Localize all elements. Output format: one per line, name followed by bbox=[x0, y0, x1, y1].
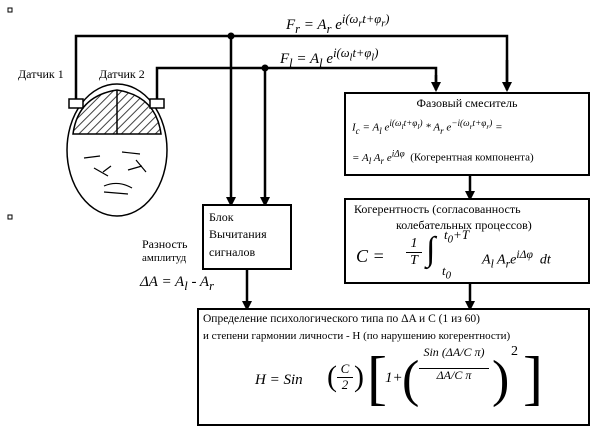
h-paren-big-right: ) bbox=[492, 351, 510, 408]
coherence-fraction: 1 T bbox=[406, 236, 422, 269]
phase-mixer-title: Фазовый смеситель bbox=[416, 96, 518, 110]
coherent-component-note: (Когерентная компонента) bbox=[410, 151, 534, 164]
phase-mixer-box: Фазовый смеситель Ic = Al ei(ωlt+φl) * A… bbox=[344, 92, 590, 176]
side-marker bbox=[7, 214, 13, 220]
sensor-1-label: Датчик 1 bbox=[18, 67, 64, 81]
head-illustration bbox=[66, 83, 168, 217]
fl-signal-line bbox=[155, 66, 441, 99]
integral-upper-limit: t0+T bbox=[444, 227, 470, 246]
h-paren-big-left: ( bbox=[402, 351, 420, 408]
h-sinc-fraction: Sin (ΔA/C π) ΔA/C π bbox=[419, 345, 489, 383]
subtraction-line1: Блок bbox=[209, 210, 234, 224]
h-paren-left: ( bbox=[327, 360, 337, 393]
sensor-1-pad bbox=[68, 98, 84, 109]
sensor-2-pad bbox=[149, 98, 165, 109]
amplitude-diff-label1: Разность bbox=[142, 237, 188, 251]
coherence-box: Когерентность (согласованность колебател… bbox=[344, 198, 590, 284]
sensor-2-label: Датчик 2 bbox=[99, 67, 145, 81]
fl-formula: Fl = Al ei(ωlt+φl) bbox=[280, 46, 379, 70]
h-exponent: 2 bbox=[511, 344, 518, 359]
corner-marker bbox=[7, 7, 13, 13]
coherence-formula-left: C = bbox=[356, 246, 385, 266]
amplitude-diff-formula: ΔA = Al - Ar bbox=[140, 274, 214, 293]
fr-formula: Fr = Ar ei(ωrt+φr) bbox=[286, 12, 390, 36]
subtraction-line2: Вычитания bbox=[209, 227, 267, 241]
h-one-plus: 1+ bbox=[385, 370, 403, 386]
coherence-title1: Когерентность (согласованность bbox=[354, 202, 521, 216]
integral-sign: ∫ bbox=[426, 231, 436, 268]
h-bracket-right: ] bbox=[523, 345, 543, 411]
integral-lower-limit: t0 bbox=[442, 263, 452, 282]
coherence-integrand: Al AreiΔφ dt bbox=[482, 248, 551, 271]
psych-type-line1: Определение психологического типа по ΔA … bbox=[203, 313, 480, 325]
subtraction-block-box: Блок Вычитания сигналов bbox=[202, 204, 292, 270]
h-bracket-left: [ bbox=[367, 345, 387, 411]
coherence-fraction-num: 1 bbox=[410, 236, 418, 251]
subtraction-line3: сигналов bbox=[209, 245, 256, 259]
fr-signal-line bbox=[74, 34, 512, 99]
h-formula: H = Sin bbox=[255, 372, 303, 388]
h-paren-right: ) bbox=[354, 360, 364, 393]
psych-type-line2: и степени гармонии личности - H (по нару… bbox=[203, 330, 511, 342]
phase-mixer-line2: = Al Ar eiΔφ (Когерентная компонента) bbox=[352, 148, 534, 166]
amplitude-diff-label2: амплитуд bbox=[142, 252, 187, 264]
psych-type-box: Определение психологического типа по ΔA … bbox=[197, 308, 590, 426]
phase-mixer-line1: Ic = Al ei(ωlt+φl) * Ar e−i(ωrt+φr) = bbox=[352, 118, 503, 136]
coherence-fraction-den: T bbox=[406, 252, 422, 269]
coherence-title2: колебательных процессов) bbox=[396, 218, 532, 232]
